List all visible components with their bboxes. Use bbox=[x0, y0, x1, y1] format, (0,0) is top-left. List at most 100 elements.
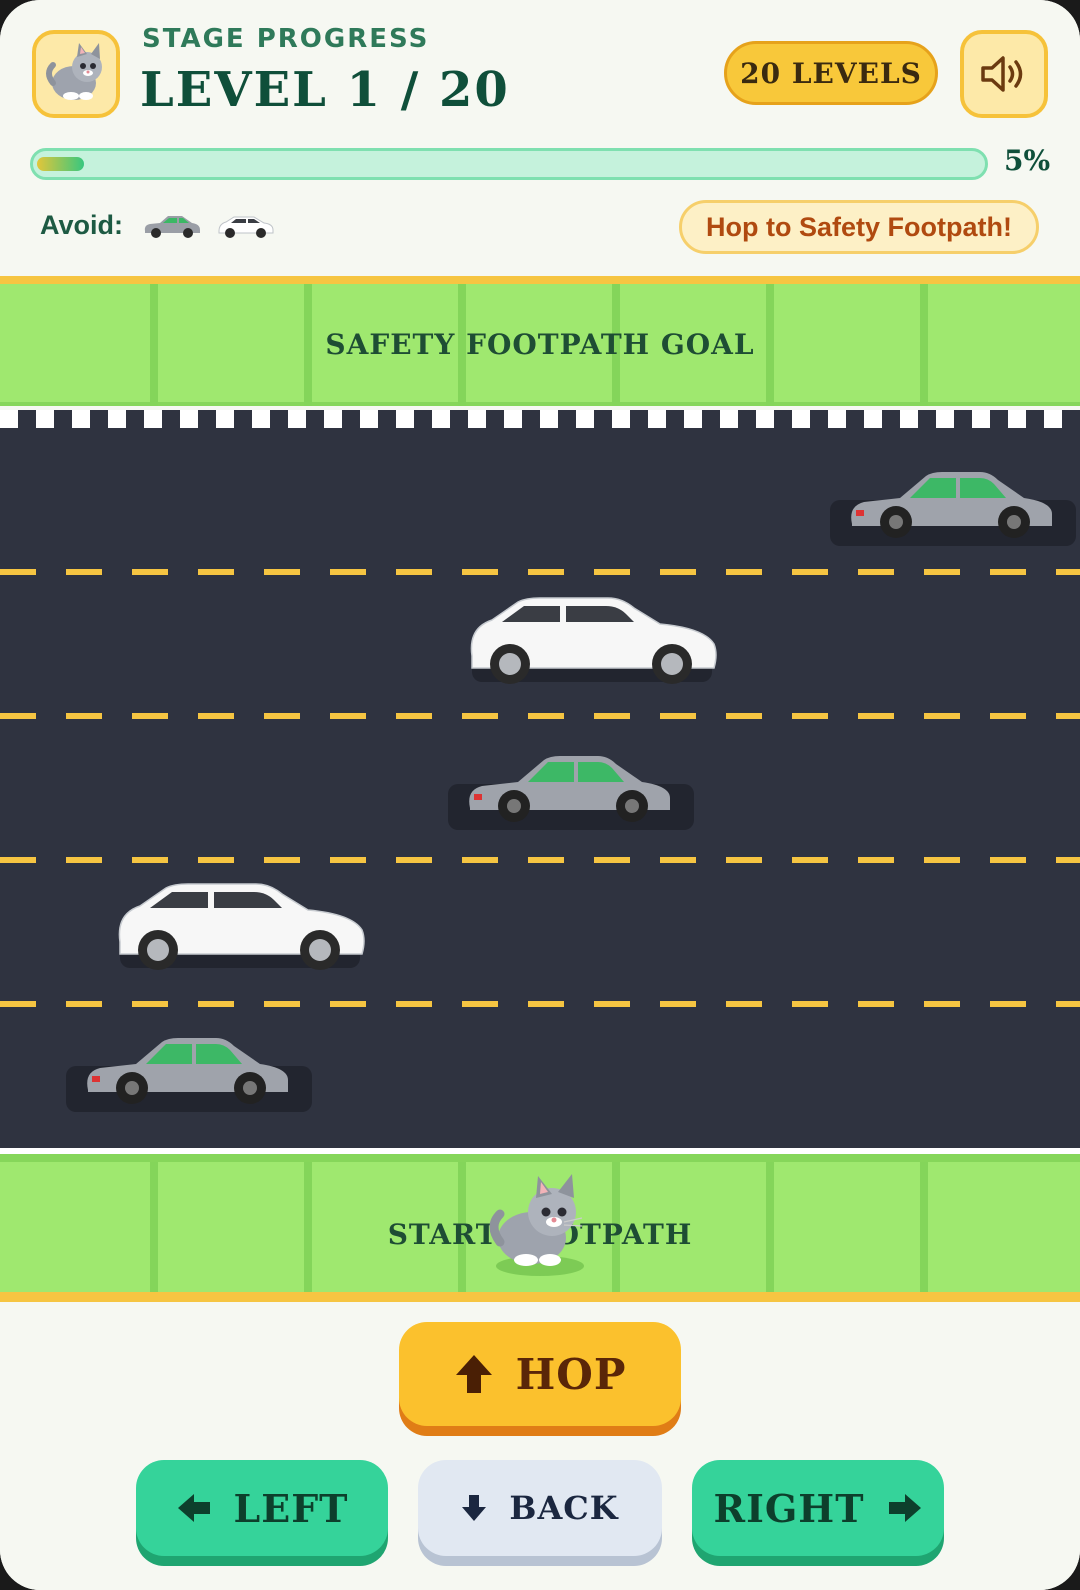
lane-dash bbox=[462, 569, 498, 575]
lane-dash bbox=[66, 713, 102, 719]
kitten-avatar bbox=[32, 30, 120, 118]
lane-dash bbox=[330, 713, 366, 719]
lane-dash bbox=[0, 713, 36, 719]
lane-dash bbox=[990, 857, 1026, 863]
tile-divider bbox=[458, 1162, 466, 1292]
car-hatchback bbox=[118, 883, 365, 970]
left-button[interactable]: LEFT bbox=[136, 1460, 388, 1556]
controls-panel: HOP LEFT BACK RIGHT bbox=[0, 1302, 1080, 1590]
hop-button[interactable]: HOP bbox=[399, 1322, 681, 1426]
lane-dash bbox=[594, 1001, 630, 1007]
lane-dash bbox=[858, 857, 894, 863]
header: STAGE PROGRESS LEVEL 1 / 20 20 LEVELS 5%… bbox=[0, 0, 1080, 276]
lane-dash bbox=[528, 1001, 564, 1007]
lane-dash bbox=[264, 1001, 300, 1007]
lane-dash bbox=[1056, 857, 1080, 863]
goal-footpath: SAFETY FOOTPATH GOAL bbox=[0, 284, 1080, 406]
road bbox=[0, 428, 1080, 1148]
stage-progress-label: STAGE PROGRESS bbox=[142, 24, 430, 54]
lane-dash bbox=[528, 569, 564, 575]
lane-dash bbox=[0, 569, 36, 575]
lane-dash bbox=[198, 569, 234, 575]
lane-dash bbox=[660, 713, 696, 719]
road-edge bbox=[0, 1148, 1080, 1154]
lane-dash bbox=[1056, 1001, 1080, 1007]
lane-dash bbox=[264, 569, 300, 575]
lane-dash bbox=[660, 1001, 696, 1007]
top-border bbox=[0, 276, 1080, 284]
arrow-left-icon bbox=[177, 1494, 210, 1522]
tile-divider bbox=[920, 284, 928, 406]
lane-dash bbox=[792, 713, 828, 719]
lane-dash bbox=[726, 713, 762, 719]
lane-dash bbox=[462, 857, 498, 863]
lane-dash bbox=[660, 857, 696, 863]
arrow-right-icon bbox=[888, 1494, 921, 1522]
lane-dash bbox=[396, 1001, 432, 1007]
tile-divider bbox=[612, 284, 620, 406]
lane-dash bbox=[990, 569, 1026, 575]
speaker-icon bbox=[981, 56, 1023, 92]
lane-dash bbox=[264, 857, 300, 863]
lane-dash bbox=[792, 1001, 828, 1007]
play-field: SAFETY FOOTPATH GOAL bbox=[0, 276, 1080, 1302]
lane-dash bbox=[396, 857, 432, 863]
tile-divider bbox=[304, 284, 312, 406]
lane-dash bbox=[198, 713, 234, 719]
lane-dash bbox=[594, 857, 630, 863]
progress-bar bbox=[30, 148, 988, 180]
finish-line bbox=[0, 410, 1080, 428]
lane-dash bbox=[198, 857, 234, 863]
progress-percent: 5% bbox=[1004, 144, 1051, 177]
lane-dash bbox=[528, 857, 564, 863]
lane-dash bbox=[132, 713, 168, 719]
tile-divider bbox=[150, 284, 158, 406]
lane-dash bbox=[132, 569, 168, 575]
back-label: BACK bbox=[509, 1489, 619, 1527]
tile-divider bbox=[766, 284, 774, 406]
lane-dash bbox=[396, 713, 432, 719]
lane-dash bbox=[990, 1001, 1026, 1007]
car-sedan bbox=[66, 1038, 312, 1112]
arrow-up-icon bbox=[455, 1355, 492, 1393]
lane-dash bbox=[330, 569, 366, 575]
levels-badge[interactable]: 20 LEVELS bbox=[724, 41, 938, 105]
right-button[interactable]: RIGHT bbox=[692, 1460, 944, 1556]
tile-divider bbox=[150, 1162, 158, 1292]
arrow-down-icon bbox=[462, 1495, 487, 1521]
sedan-car-icon bbox=[144, 216, 200, 238]
car-hatchback bbox=[470, 597, 717, 684]
lane-dash bbox=[924, 569, 960, 575]
lane-dash bbox=[594, 569, 630, 575]
lane-dash bbox=[132, 857, 168, 863]
level-title: LEVEL 1 / 20 bbox=[140, 62, 510, 118]
lane-dash bbox=[726, 1001, 762, 1007]
lane-dash bbox=[858, 569, 894, 575]
lane-dash bbox=[462, 713, 498, 719]
right-label: RIGHT bbox=[713, 1485, 865, 1531]
lane-dash bbox=[330, 857, 366, 863]
lane-dash bbox=[1056, 569, 1080, 575]
lane-dash bbox=[66, 857, 102, 863]
lane-dash bbox=[396, 569, 432, 575]
lane-dash bbox=[132, 1001, 168, 1007]
tile-divider bbox=[920, 1162, 928, 1292]
tile-divider bbox=[304, 1162, 312, 1292]
lane-dash bbox=[264, 713, 300, 719]
lane-dash bbox=[660, 569, 696, 575]
back-button[interactable]: BACK bbox=[418, 1460, 662, 1556]
hint-pill: Hop to Safety Footpath! bbox=[679, 200, 1039, 254]
bottom-border bbox=[0, 1292, 1080, 1302]
lane-dash bbox=[594, 713, 630, 719]
lane-dash bbox=[726, 857, 762, 863]
tile-divider bbox=[458, 284, 466, 406]
lane-dash bbox=[792, 857, 828, 863]
lane-dash bbox=[858, 713, 894, 719]
lane-dash bbox=[990, 713, 1026, 719]
lane-dash bbox=[66, 1001, 102, 1007]
kitten-icon bbox=[46, 43, 102, 100]
sound-toggle-button[interactable] bbox=[960, 30, 1048, 118]
lane-dash bbox=[462, 1001, 498, 1007]
lane-dash bbox=[726, 569, 762, 575]
